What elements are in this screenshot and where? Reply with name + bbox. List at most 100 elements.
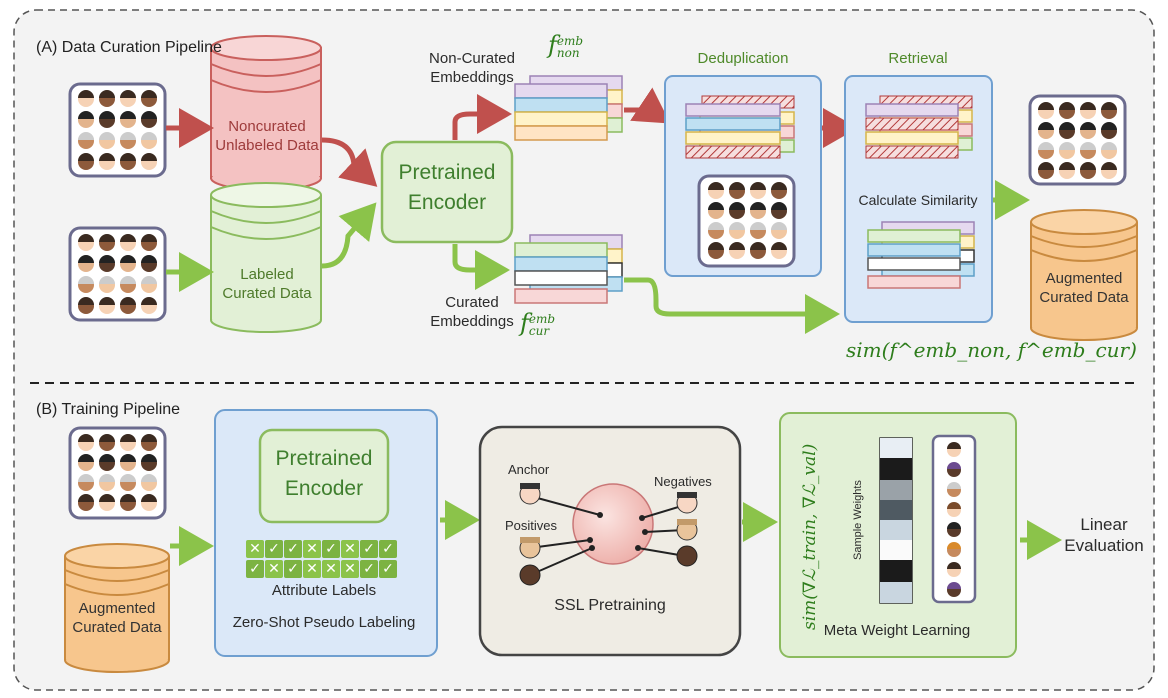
face-emoji-icon bbox=[1059, 122, 1075, 139]
arrow-labeled-to-encoder bbox=[321, 202, 377, 269]
face-emoji-icon bbox=[99, 276, 115, 293]
face-emoji-icon bbox=[99, 153, 115, 170]
ssl-pretraining-label: SSL Pretraining bbox=[554, 597, 666, 614]
check-mark-icon: ✓ bbox=[379, 540, 397, 558]
face-emoji-icon bbox=[120, 153, 136, 170]
cross-mark-icon: ✕ bbox=[303, 540, 321, 558]
face-emoji-icon bbox=[120, 434, 136, 451]
face-emoji-icon bbox=[947, 562, 961, 577]
face-emoji-icon bbox=[1038, 162, 1054, 179]
face-emoji-icon bbox=[141, 153, 157, 170]
face-emoji-icon bbox=[1080, 162, 1096, 179]
face-emoji-icon bbox=[141, 297, 157, 314]
section-a-title: (A) Data Curation Pipeline bbox=[36, 39, 222, 56]
section-b-title: (B) Training Pipeline bbox=[36, 401, 181, 418]
face-emoji-icon bbox=[729, 242, 745, 259]
face-emoji-icon bbox=[750, 222, 766, 239]
face-emoji-icon bbox=[1038, 102, 1054, 119]
face-emoji-icon bbox=[750, 242, 766, 259]
face-emoji-icon bbox=[729, 182, 745, 199]
face-emoji-icon bbox=[99, 494, 115, 511]
anchor-label: Anchor bbox=[508, 462, 550, 477]
labeled-database-icon bbox=[210, 182, 322, 333]
augmented-database-icon-b bbox=[64, 543, 170, 673]
meta-weight-learning-label: Meta Weight Learning bbox=[823, 622, 971, 639]
pretrained-encoder-box-b bbox=[258, 428, 390, 524]
face-emoji-icon bbox=[708, 202, 724, 219]
retrieval-label: Retrieval bbox=[888, 50, 948, 67]
cross-mark-icon: ✕ bbox=[303, 560, 321, 578]
face-emoji-icon bbox=[771, 202, 787, 219]
face-emoji-icon bbox=[99, 434, 115, 451]
face-emoji-icon bbox=[771, 242, 787, 259]
face-emoji-icon bbox=[99, 454, 115, 471]
face-emoji-icon bbox=[120, 255, 136, 272]
face-emoji-icon bbox=[771, 222, 787, 239]
face-emoji-icon bbox=[708, 182, 724, 199]
face-emoji-icon bbox=[141, 234, 157, 251]
attribute-row: ✕✓✓✕✓✕✓✓ bbox=[246, 538, 398, 558]
face-emoji-icon bbox=[141, 454, 157, 471]
face-emoji-icon bbox=[78, 234, 94, 251]
check-mark-icon: ✓ bbox=[246, 560, 264, 578]
sample-weights-bar bbox=[879, 437, 913, 604]
cross-mark-icon: ✕ bbox=[265, 560, 283, 578]
face-emoji-icon bbox=[141, 111, 157, 128]
face-emoji-icon bbox=[78, 474, 94, 491]
face-emoji-icon bbox=[1101, 162, 1117, 179]
anchor-face-icon bbox=[519, 483, 541, 505]
face-emoji-icon bbox=[120, 454, 136, 471]
face-emoji-icon bbox=[99, 90, 115, 107]
check-mark-icon: ✓ bbox=[322, 540, 340, 558]
face-grid-noncurated bbox=[68, 82, 167, 178]
check-mark-icon: ✓ bbox=[360, 540, 378, 558]
face-emoji-icon bbox=[708, 242, 724, 259]
deduplication-label: Deduplication bbox=[697, 50, 789, 67]
attribute-labels-caption: Attribute Labels bbox=[271, 582, 377, 599]
face-emoji-icon bbox=[141, 132, 157, 149]
positives-label: Positives bbox=[505, 518, 558, 533]
face-emoji-icon bbox=[78, 153, 94, 170]
positive-face-icon bbox=[519, 537, 541, 559]
similarity-b-math: sim(∇ℒ_train, ∇ℒ_val) bbox=[800, 443, 820, 630]
negatives-label: Negatives bbox=[654, 474, 712, 489]
face-emoji-icon bbox=[78, 132, 94, 149]
face-emoji-icon bbox=[78, 454, 94, 471]
face-emoji-icon bbox=[1059, 102, 1075, 119]
face-grid-augmented-a bbox=[1028, 94, 1127, 186]
face-emoji-icon bbox=[1101, 122, 1117, 139]
noncurated-database-icon bbox=[210, 35, 322, 191]
face-emoji-icon bbox=[750, 202, 766, 219]
sample-weights-label: Sample Weights bbox=[852, 480, 864, 560]
face-emoji-icon bbox=[1038, 142, 1054, 159]
face-emoji-icon bbox=[78, 434, 94, 451]
face-emoji-icon bbox=[947, 582, 961, 597]
negative-face-icon bbox=[676, 545, 698, 567]
face-emoji-icon bbox=[947, 502, 961, 517]
face-emoji-icon bbox=[947, 442, 961, 457]
face-emoji-icon bbox=[141, 434, 157, 451]
face-emoji-icon bbox=[1101, 102, 1117, 119]
negative-face-icon bbox=[676, 492, 698, 514]
check-mark-icon: ✓ bbox=[265, 540, 283, 558]
augmented-database-icon-a bbox=[1030, 209, 1138, 341]
calculate-similarity-label: Calculate Similarity bbox=[858, 192, 978, 208]
face-emoji-icon bbox=[120, 234, 136, 251]
face-emoji-icon bbox=[99, 255, 115, 272]
face-emoji-icon bbox=[78, 276, 94, 293]
cross-mark-icon: ✕ bbox=[341, 560, 359, 578]
curated-embedding-stack bbox=[514, 234, 623, 304]
pretrained-encoder-box bbox=[380, 140, 514, 244]
attribute-row: ✓✕✓✕✕✕✓✓ bbox=[246, 558, 398, 578]
face-emoji-icon bbox=[947, 462, 961, 477]
face-emoji-icon bbox=[708, 222, 724, 239]
face-emoji-icon bbox=[141, 276, 157, 293]
face-grid-training bbox=[68, 426, 167, 520]
cross-mark-icon: ✕ bbox=[246, 540, 264, 558]
